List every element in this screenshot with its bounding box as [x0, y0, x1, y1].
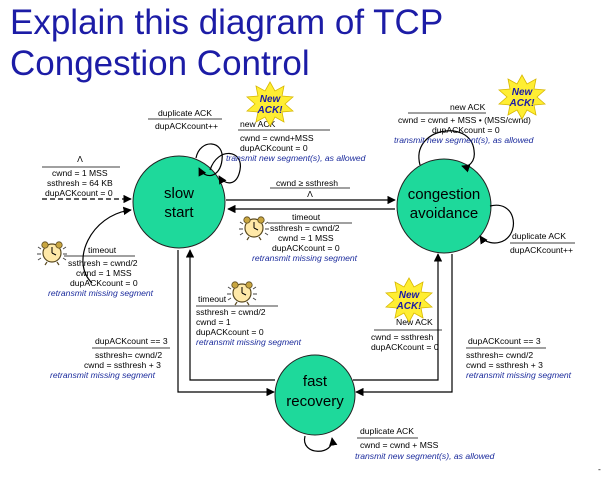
- badge-line-1: New: [260, 94, 282, 105]
- label-event: Λ: [77, 154, 83, 164]
- slide-title: Explain this diagram of TCP Congestion C…: [10, 2, 443, 84]
- label-event: new ACK: [450, 102, 486, 112]
- badge-line-2: ACK!: [509, 98, 536, 109]
- badge-line-2: ACK!: [257, 105, 284, 116]
- label-action: cwnd = cwnd + MSS: [360, 440, 439, 450]
- ca-dup-self-loop: [479, 204, 514, 245]
- fr-to-ca-newack-arrow: [353, 253, 443, 381]
- label-note: retransmit missing segment: [50, 370, 156, 380]
- label-action: cwnd = cwnd + MSS • (MSS/cwnd): [398, 115, 531, 125]
- label-note: transmit new segment(s), as allowed: [394, 135, 534, 145]
- alarm-clock-icon: [226, 281, 258, 306]
- state-fast-recovery: fast recovery: [274, 354, 356, 436]
- label-action: cwnd = 1 MSS: [52, 168, 108, 178]
- label-ca-to-fr: dupACKcount == 3 ssthresh= cwnd/2 cwnd =…: [466, 336, 572, 380]
- label-note: retransmit missing segment: [48, 288, 154, 298]
- label-action: cwnd = 1: [196, 317, 231, 327]
- label-note: retransmit missing segment: [196, 337, 302, 347]
- alarm-clock-icon: [36, 241, 68, 266]
- state-slow-start: slow start: [132, 155, 226, 249]
- label-action: ssthresh = 64 KB: [47, 178, 113, 188]
- label-initial: Λ cwnd = 1 MSS ssthresh = 64 KB dupACKco…: [45, 154, 113, 198]
- state-label-line-2: start: [164, 204, 194, 221]
- label-event: duplicate ACK: [158, 108, 212, 118]
- ca-newack-self-loop: [418, 130, 475, 173]
- label-fr-timeout: timeout ssthresh = cwnd/2 cwnd = 1 dupAC…: [196, 294, 302, 347]
- badge-line-1: New: [512, 87, 534, 98]
- label-rules: [42, 112, 575, 439]
- label-fr-newack: New ACK cwnd = ssthresh dupACKcount = 0: [371, 317, 439, 352]
- label-event: timeout: [198, 294, 227, 304]
- label-action: cwnd = cwnd+MSS: [240, 133, 314, 143]
- label-ca-newack: new ACK cwnd = cwnd + MSS • (MSS/cwnd) d…: [394, 102, 534, 145]
- new-ack-badge: New ACK!: [246, 81, 294, 127]
- label-action: dupACKcount = 0: [371, 342, 439, 352]
- state-label-line-1: congestion: [408, 186, 481, 203]
- transition-arrows: [42, 130, 514, 452]
- state-label-line-2: avoidance: [410, 205, 478, 222]
- label-note: transmit new segment(s), as allowed: [226, 153, 366, 163]
- label-note: retransmit missing segment: [466, 370, 572, 380]
- label-note: retransmit missing segment: [252, 253, 358, 263]
- label-action: ssthresh = cwnd/2: [68, 258, 138, 268]
- label-event: New ACK: [396, 317, 433, 327]
- label-action: dupACKcount = 0: [45, 188, 113, 198]
- label-action: ssthresh= cwnd/2: [95, 350, 162, 360]
- label-ca-dup: duplicate ACK dupACKcount++: [510, 231, 573, 255]
- label-fr-dup: duplicate ACK cwnd = cwnd + MSS transmit…: [355, 426, 495, 461]
- state-label-line-2: recovery: [286, 393, 344, 410]
- label-action: dupACKcount = 0: [432, 125, 500, 135]
- fr-to-ss-timeout-arrow: [185, 249, 275, 381]
- label-action: ssthresh = cwnd/2: [196, 307, 266, 317]
- ss-dup-self-loop: [195, 143, 223, 177]
- label-event: new ACK: [240, 119, 276, 129]
- state-label-line-1: fast: [303, 373, 328, 390]
- title-line-1: Explain this diagram of TCP: [10, 3, 444, 42]
- label-ss-to-ca: cwnd ≥ ssthresh Λ: [276, 178, 338, 199]
- label-event: duplicate ACK: [360, 426, 414, 436]
- label-action: cwnd = 1 MSS: [76, 268, 132, 278]
- label-action: ssthresh= cwnd/2: [466, 350, 533, 360]
- label-event: duplicate ACK: [512, 231, 566, 241]
- fr-dup-self-loop: [304, 435, 338, 452]
- label-action: ssthresh = cwnd/2: [270, 223, 340, 233]
- label-ss-timeout: timeout ssthresh = cwnd/2 cwnd = 1 MSS d…: [48, 245, 154, 298]
- label-action: cwnd = 1 MSS: [278, 233, 334, 243]
- state-label-line-1: slow: [164, 185, 194, 202]
- label-action: dupACKcount = 0: [240, 143, 308, 153]
- label-action: dupACKcount = 0: [272, 243, 340, 253]
- corner-mark: -: [598, 464, 601, 474]
- alarm-clock-icon: [238, 216, 270, 241]
- title-line-2: Congestion Control: [10, 44, 310, 83]
- new-ack-badge: New ACK!: [385, 277, 433, 323]
- label-ca-timeout: timeout ssthresh = cwnd/2 cwnd = 1 MSS d…: [252, 212, 358, 263]
- label-action: cwnd = ssthresh + 3: [84, 360, 161, 370]
- label-action: dupACKcount = 0: [196, 327, 264, 337]
- label-action: cwnd = ssthresh + 3: [466, 360, 543, 370]
- label-action: dupACKcount++: [510, 245, 573, 255]
- new-ack-badge: New ACK!: [498, 74, 546, 120]
- label-action: Λ: [307, 189, 313, 199]
- label-ss-newack: new ACK cwnd = cwnd+MSS dupACKcount = 0 …: [226, 119, 366, 163]
- label-note: transmit new segment(s), as allowed: [355, 451, 495, 461]
- label-event: cwnd ≥ ssthresh: [276, 178, 338, 188]
- label-action: dupACKcount++: [155, 121, 218, 131]
- badge-line-1: New: [399, 290, 421, 301]
- label-event: timeout: [88, 245, 117, 255]
- label-ss-dup: duplicate ACK dupACKcount++: [155, 108, 218, 131]
- badge-line-2: ACK!: [396, 301, 423, 312]
- ss-to-fr-arrow: [177, 250, 275, 397]
- label-event: timeout: [292, 212, 321, 222]
- label-event: dupACKcount == 3: [468, 336, 541, 346]
- label-ss-to-fr: dupACKcount == 3 ssthresh= cwnd/2 cwnd =…: [50, 336, 168, 380]
- state-congestion-avoidance: congestion avoidance: [396, 158, 492, 254]
- ss-newack-self-loop: [209, 152, 241, 185]
- label-action: dupACKcount = 0: [70, 278, 138, 288]
- label-event: dupACKcount == 3: [95, 336, 168, 346]
- ss-timeout-self-loop: [82, 206, 132, 284]
- label-action: cwnd = ssthresh: [371, 332, 434, 342]
- ca-to-fr-arrow: [355, 254, 453, 397]
